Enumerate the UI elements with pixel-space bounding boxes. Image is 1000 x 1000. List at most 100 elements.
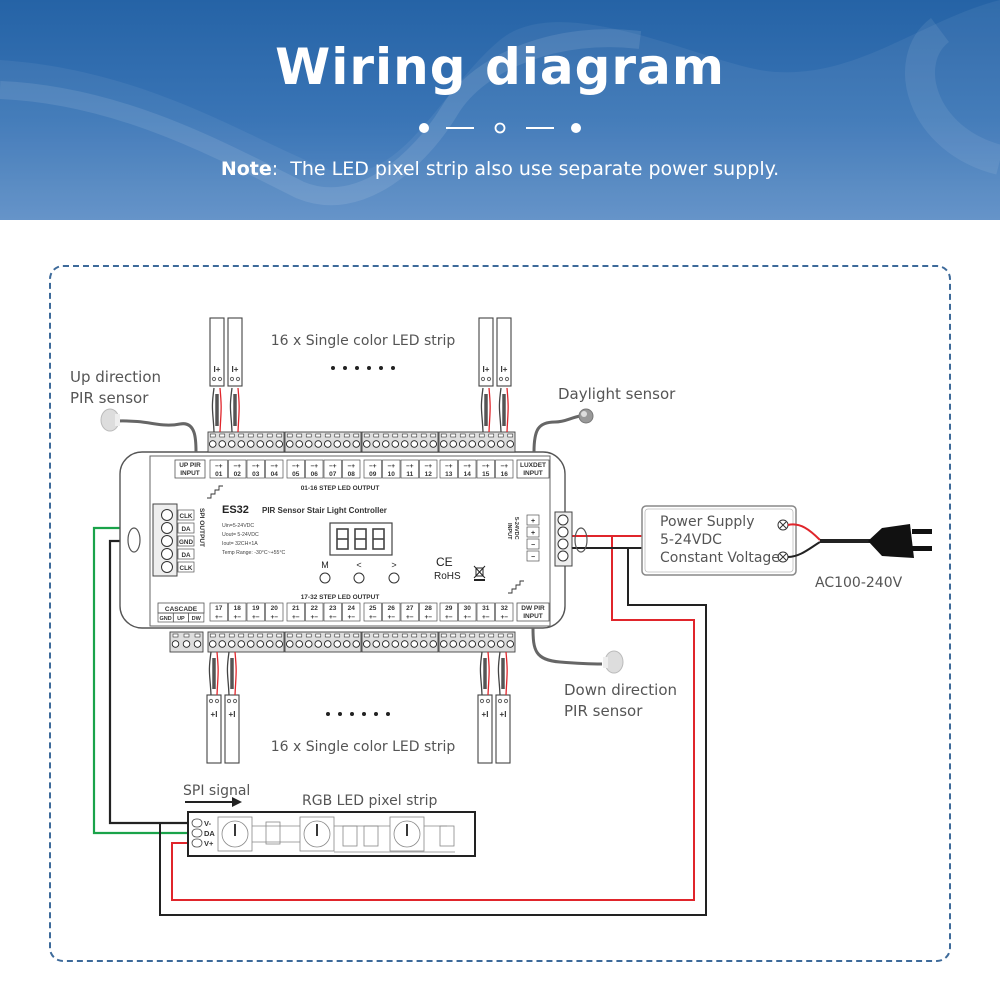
terminal-slot	[497, 633, 504, 638]
power-input-screws	[557, 514, 569, 562]
input-pin-labels: ++−−	[526, 514, 540, 562]
button-prev[interactable]	[353, 572, 365, 584]
strip-wire-black	[226, 651, 230, 696]
terminal-screw	[506, 440, 515, 448]
terminal-slot	[382, 633, 389, 638]
note-colon: :	[271, 158, 291, 180]
channel-number: 01	[215, 471, 223, 478]
channel-polarity: −+	[445, 463, 453, 470]
input-pin-label: +	[531, 530, 535, 537]
note-label: Note	[220, 158, 272, 180]
controller-model: ES32	[222, 504, 249, 516]
spi-output-label: SPI OUTPUT	[198, 508, 205, 547]
channel-number: 26	[388, 605, 396, 612]
led-strip	[496, 317, 512, 387]
input-label-1: INPUT	[506, 523, 512, 540]
terminal-slot	[228, 433, 235, 438]
input-pin-label: −	[531, 542, 535, 549]
terminal-screw	[449, 440, 458, 448]
channel-number: 31	[482, 605, 490, 612]
channel-polarity: +−	[500, 614, 508, 621]
button-m[interactable]	[319, 572, 331, 584]
channel-polarity: +−	[292, 614, 300, 621]
spec-uout: Uout= 5-24VDC	[222, 532, 259, 538]
terminal-slot	[373, 433, 380, 438]
terminal-slot	[440, 633, 447, 638]
pixel-pin-label: V-	[204, 819, 212, 828]
terminal-slot	[353, 433, 360, 438]
terminal-screw	[429, 640, 438, 648]
terminal-screw	[478, 640, 486, 648]
channel-number: 27	[406, 605, 414, 612]
spec-uin: Uin=5-24VDC	[222, 523, 254, 529]
channel-polarity: −+	[215, 463, 223, 470]
bottom-channel-labels: 17+−18+−19+−20+−21+−22+−23+−24+−25+−26+−…	[209, 602, 514, 622]
terminal-slot	[219, 433, 226, 438]
led-strip	[478, 317, 494, 387]
wave-decoration	[0, 0, 1000, 220]
channel-polarity: −+	[252, 463, 260, 470]
channel-number: 15	[482, 471, 490, 478]
terminal-slot	[228, 633, 235, 638]
channel-box	[246, 602, 265, 622]
strip-wire-red	[506, 387, 509, 433]
strip-pad	[480, 376, 486, 382]
terminal-screw	[429, 440, 438, 448]
terminal-slot	[497, 433, 504, 438]
bottom-output-label: 17-32 STEP LED OUTPUT	[301, 594, 380, 601]
terminal-screw	[459, 440, 467, 448]
channel-number: 20	[271, 605, 279, 612]
terminal-blocks	[169, 431, 516, 653]
button-next[interactable]	[388, 572, 400, 584]
channel-polarity: +−	[406, 614, 414, 621]
spi-pin-label: CLK	[180, 565, 193, 572]
terminal-screw	[382, 640, 390, 648]
terminal-screw	[333, 440, 342, 448]
header-banner: Wiring diagram Note: The LED pixel strip…	[0, 0, 1000, 220]
terminal-screw	[266, 440, 274, 448]
channel-polarity: −+	[482, 463, 490, 470]
terminal-screw	[305, 440, 313, 448]
terminal-screw	[420, 640, 428, 648]
cascade-pin-label: GND	[159, 616, 171, 622]
terminal-slot	[286, 633, 293, 638]
terminal-screw	[218, 440, 226, 448]
up-pir-sensor	[100, 408, 198, 453]
terminal-slot	[247, 633, 254, 638]
pixel-pin-pad	[191, 828, 203, 838]
button-m-label: M	[321, 560, 329, 570]
channel-box	[400, 602, 419, 622]
terminal-slot	[209, 633, 216, 638]
down-pir-sensor	[531, 627, 624, 674]
bottom-strips-label: 16 x Single color LED strip	[271, 739, 456, 755]
terminal-slot	[183, 633, 190, 638]
channel-polarity: +−	[347, 614, 355, 621]
terminal-screw	[305, 640, 313, 648]
channel-polarity: −+	[387, 463, 395, 470]
strip-pad	[498, 376, 504, 382]
terminal-screw	[497, 640, 505, 648]
terminal-block	[361, 631, 439, 653]
channel-number: 04	[271, 471, 279, 478]
strip-pin-label: +I	[500, 710, 507, 719]
terminal-slot	[334, 633, 341, 638]
spi-pin-box	[177, 522, 195, 534]
terminal-screw	[171, 640, 180, 648]
channel-number: 25	[369, 605, 377, 612]
terminal-slot	[363, 433, 370, 438]
up-sensor-label-2: PIR sensor	[70, 389, 149, 407]
note-line: Note: The LED pixel strip also use separ…	[0, 158, 1000, 180]
terminal-screw	[333, 640, 342, 648]
channel-box	[439, 602, 458, 622]
terminal-screw	[459, 640, 467, 648]
channel-number: 14	[464, 471, 472, 478]
down-sensor-label-2: PIR sensor	[564, 702, 643, 720]
terminal-slot	[324, 433, 331, 438]
strip-pin-label: +I	[482, 710, 489, 719]
dw-pir-label-1: DW PIR	[521, 605, 545, 612]
channel-number: 08	[348, 471, 356, 478]
channel-polarity: −+	[310, 463, 318, 470]
channel-box	[458, 459, 477, 479]
strip-wire-red	[487, 651, 490, 696]
